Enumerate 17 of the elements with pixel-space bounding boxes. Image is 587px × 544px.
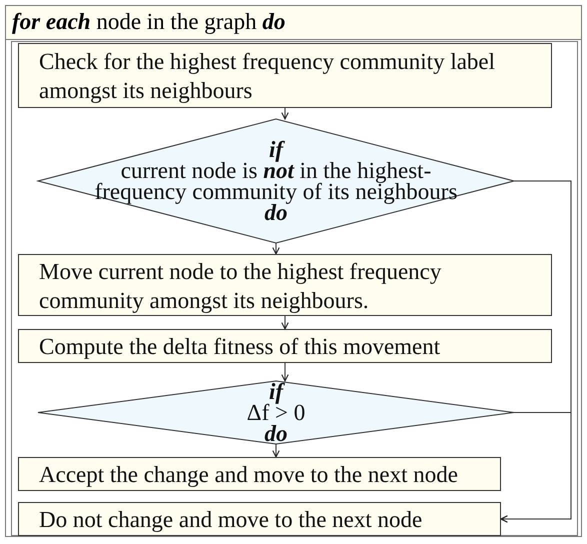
loop-block: [5, 5, 582, 537]
process-box: Do not change and move to the next node: [18, 502, 501, 536]
loop-heading: for each node in the graph do: [6, 6, 581, 40]
keyword: do: [264, 202, 288, 223]
process-box: Compute the delta fitness of this movement: [18, 329, 552, 363]
process-box: Move current node to the highest frequency community amongst its neighbours.: [18, 254, 552, 316]
arrow: [500, 412, 572, 523]
keyword: do: [264, 423, 288, 444]
arrow: [272, 444, 280, 458]
arrow: [272, 242, 280, 255]
keyword: if: [268, 139, 286, 160]
arrow: [281, 316, 289, 330]
process-box: Check for the highest frequency community label amongst its neighbours: [18, 43, 552, 108]
arrow: [281, 108, 289, 120]
process-box: Accept the change and move to the next node: [18, 457, 501, 491]
arrow: [281, 362, 289, 382]
keyword: if: [268, 381, 286, 402]
